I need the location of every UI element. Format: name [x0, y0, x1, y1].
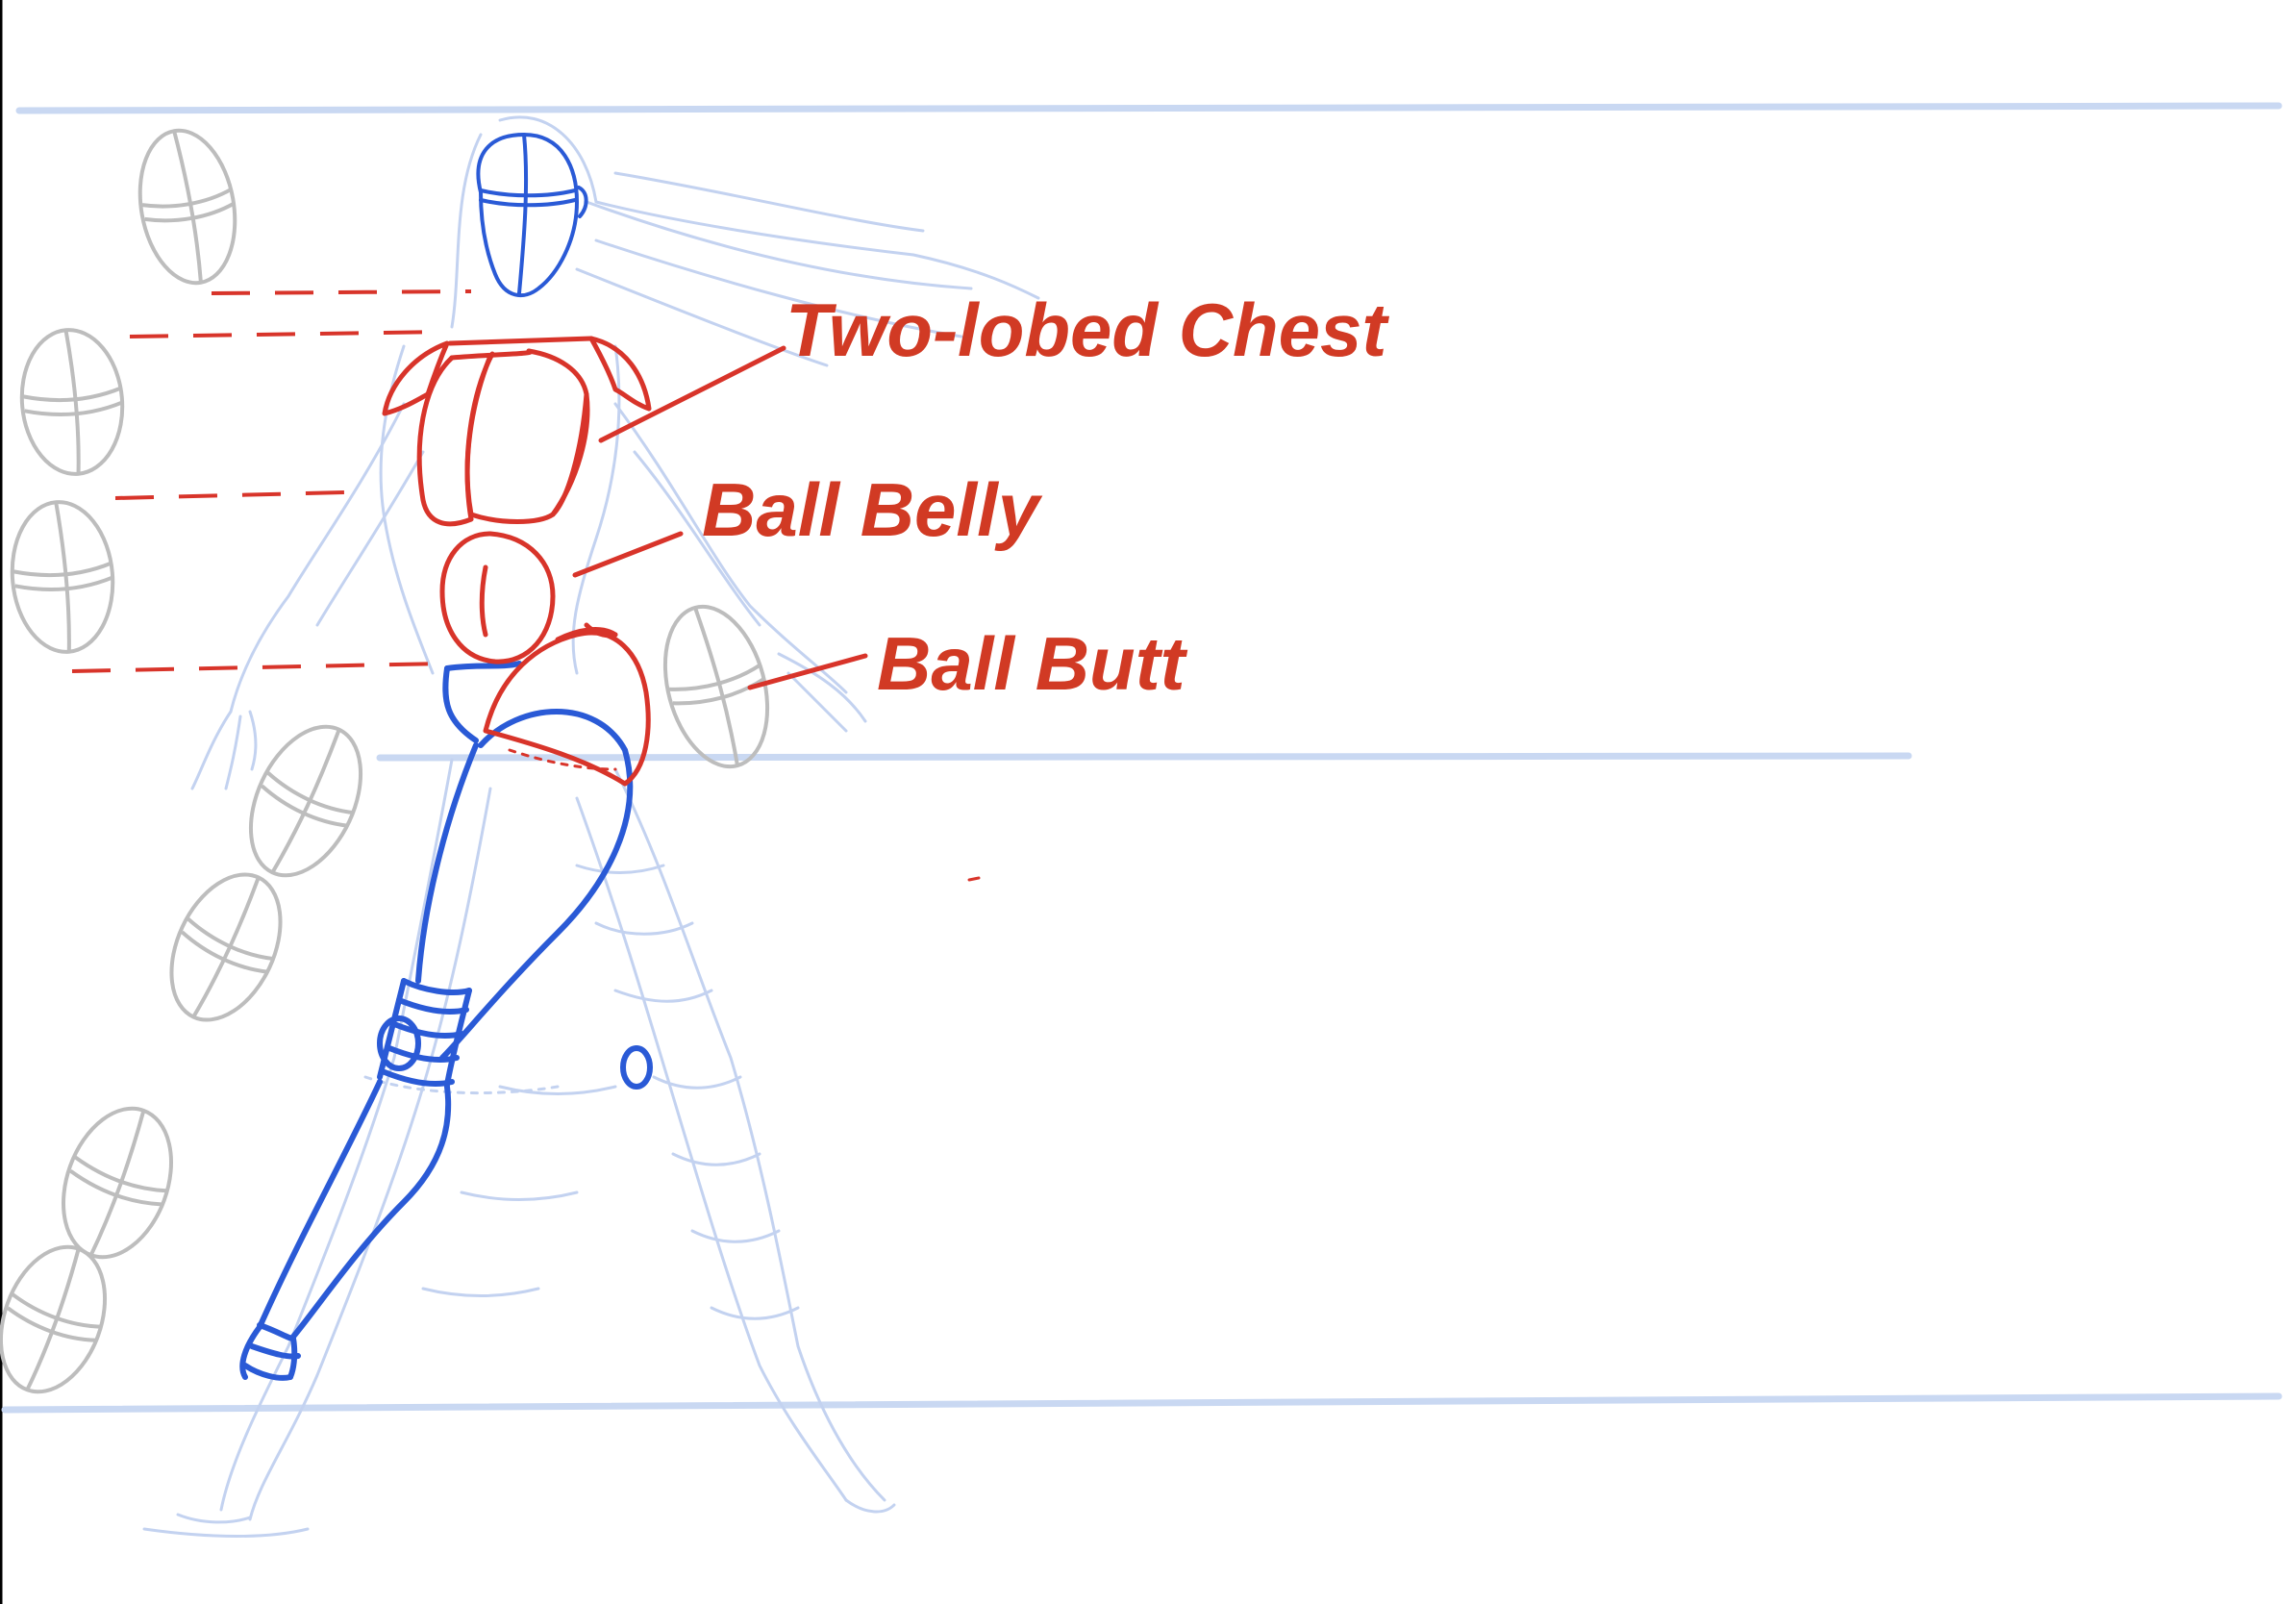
chest-label: Two-lobed Chest [786, 288, 1387, 372]
belly-leader-line [572, 531, 684, 578]
left-shoulder-shape [382, 340, 450, 416]
belly-label: Ball Belly [702, 467, 1040, 552]
dashed-line-4 [71, 662, 443, 673]
dashed-line-3 [114, 490, 347, 500]
blue-head-outline [476, 133, 579, 297]
chest-right-lobe [464, 348, 590, 524]
blue-construction [476, 133, 588, 297]
knee-cap [377, 1015, 421, 1071]
middle-guide-line [376, 752, 1912, 762]
red-dashed-measure-lines [71, 289, 472, 673]
chest-leader-line [598, 345, 786, 443]
ball-belly-shape [439, 531, 556, 664]
background-figure-sketch [142, 115, 1040, 1538]
head-study-3 [10, 500, 115, 654]
head-study-2 [19, 328, 125, 476]
bottom-guide-line [1, 1392, 2283, 1414]
head-study-8 [0, 1244, 108, 1394]
red-construction [382, 336, 981, 882]
knee-band-upper [401, 978, 472, 995]
horizontal-guide-lines [1, 102, 2283, 1414]
back-knee-oval [620, 1045, 653, 1090]
dashed-line-2 [129, 330, 443, 338]
top-guide-line [15, 102, 2283, 114]
chest-top-line [447, 336, 594, 346]
butt-label: Ball Butt [877, 621, 1185, 706]
dashed-line-1 [211, 289, 472, 295]
head-study-4 [662, 604, 770, 769]
butt-leader-line [747, 653, 868, 690]
ball-butt-shape [483, 630, 651, 787]
head-study-6 [169, 872, 283, 1022]
head-study-1 [137, 128, 237, 286]
blue-leg-construction [239, 661, 653, 1381]
blue-butt-outline [444, 661, 522, 671]
head-study-5 [248, 724, 363, 878]
ball-butt-top [555, 627, 618, 642]
right-shoulder-shape [588, 336, 652, 412]
